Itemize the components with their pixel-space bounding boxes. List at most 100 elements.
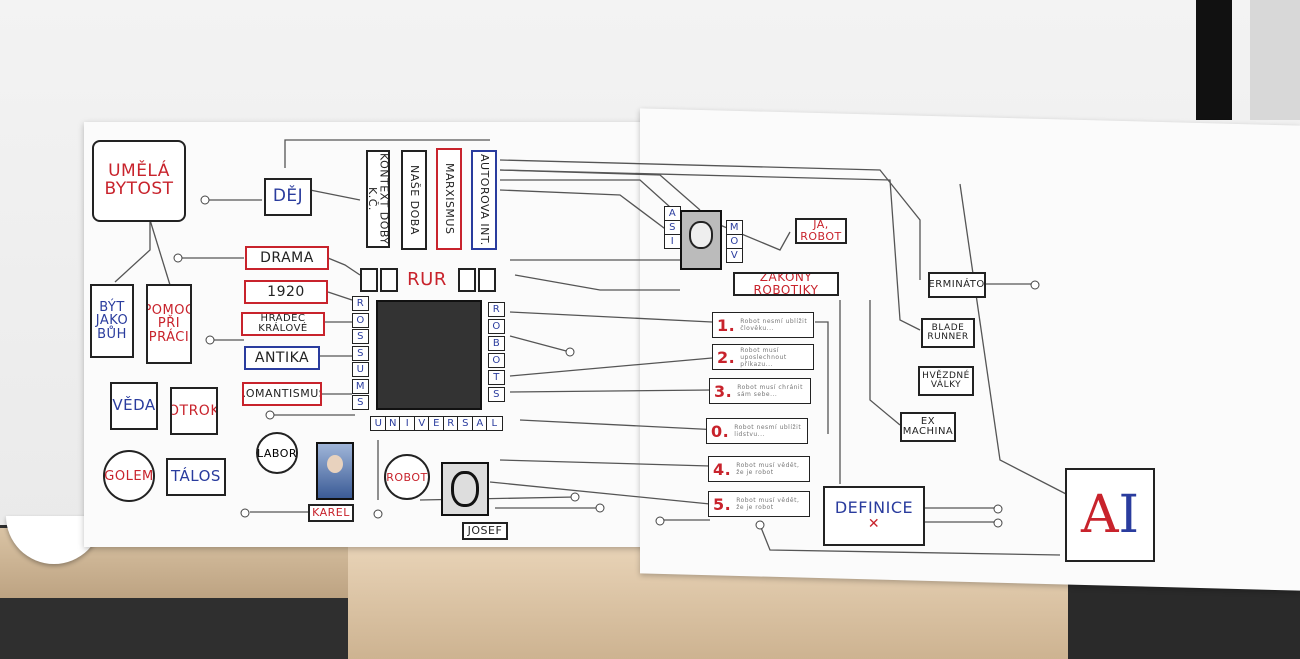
rossums-letter: S (352, 345, 369, 361)
josef-portrait (441, 462, 489, 516)
law-number: 1. (717, 315, 736, 335)
asi-letter: S (664, 220, 681, 235)
window (1250, 0, 1300, 120)
rur-frame-left2 (380, 268, 398, 292)
rossums-letter: U (352, 362, 369, 377)
law-number: 0. (711, 421, 730, 441)
year-box: 1920 (244, 280, 328, 304)
law-text: Robot nesmí ublížit lidstvu... (734, 424, 802, 438)
kontext-label: KONTEXT DOBY K.Č. (366, 153, 390, 245)
byt-jako-buh-box: BÝT JAKO BŮH (90, 284, 134, 358)
rur-frame-left1 (360, 268, 378, 292)
marxismus-box: MARXISMUS (436, 148, 462, 250)
marxismus-label: MARXISMUS (442, 163, 456, 235)
robot-label: ROBOT (386, 470, 428, 484)
karel-label: KAREL (312, 506, 350, 520)
window-frame (1196, 0, 1232, 120)
veda-box: VĚDA (110, 382, 158, 430)
law-text: Robot musí uposlechnout příkazu... (740, 346, 787, 368)
mov-letter: O (726, 234, 743, 249)
zakony-box: ZÁKONY ROBOTIKY (733, 272, 839, 296)
robots-letter: S (488, 387, 505, 402)
pomoc-box: POMOC PŘI PRÁCI (146, 284, 192, 364)
law-number: 4. (713, 459, 732, 479)
drama-label: DRAMA (260, 249, 314, 266)
asimov-face (689, 221, 713, 249)
law-text: Robot musí vědět, že je robot (736, 462, 800, 476)
dej-label: DĚJ (272, 186, 304, 207)
robots-letter: O (488, 319, 505, 334)
hradec-box: HRADEC KRÁLOVÉ (241, 312, 325, 336)
talos-label: TÁLOS (171, 467, 221, 486)
nase-doba-box: NAŠE DOBA (401, 150, 427, 250)
terminator-box: TERMINÁTOR (928, 272, 986, 298)
autorova-box: AUTOROVA INT. (471, 150, 497, 250)
law-number: 3. (714, 381, 733, 401)
law-item: 0. Robot nesmí ublížit lidstvu... (706, 418, 808, 444)
josef-face (451, 471, 479, 507)
law-text: Robot nesmí ublížit člověku... (740, 318, 808, 332)
law-item: 3. Robot musí chránit sám sebe... (709, 378, 811, 404)
law-number: 2. (717, 347, 736, 367)
year-label: 1920 (267, 283, 305, 300)
robots-letter: O (488, 353, 505, 368)
hradec-label: HRADEC KRÁLOVÉ (258, 312, 308, 334)
ai-letter-a: A (1080, 484, 1119, 545)
karel-portrait (316, 442, 354, 500)
rossums-letter: R (352, 296, 369, 311)
robot-circle: ROBOT (384, 454, 430, 500)
zakony-label: ZÁKONY ROBOTIKY (753, 272, 819, 296)
definice-box: DEFINICE ✕ (823, 486, 925, 546)
rossums-letter: S (352, 395, 369, 410)
mov-letter: V (726, 248, 743, 263)
ex-machina-box: EX MACHINA (900, 412, 956, 442)
law-item: 2.Robot musí uposlechnout příkazu... (712, 344, 814, 370)
josef-label: JOSEF (467, 524, 503, 538)
otrok-label: OTROK (170, 402, 218, 419)
labor-label: LABOR (256, 446, 298, 460)
law-text: Robot musí chránit sám sebe... (737, 384, 803, 398)
kontext-box: KONTEXT DOBY K.Č. (366, 150, 390, 248)
karel-box: KAREL (308, 504, 354, 522)
rur-label-box: RUR (400, 268, 454, 292)
byt-jako-buh-label: BÝT JAKO BŮH (95, 299, 129, 342)
blade-runner-label: BLADE RUNNER (927, 322, 969, 342)
talos-box: TÁLOS (166, 458, 226, 496)
law-number: 5. (713, 494, 732, 514)
antika-label: ANTIKA (254, 349, 310, 366)
ai-letter-i: I (1118, 484, 1140, 545)
antika-box: ANTIKA (244, 346, 320, 370)
labor-circle: LABOR (256, 432, 298, 474)
umela-bytost-box: UMĚLÁ BYTOST (92, 140, 186, 222)
golem-circle: GOLEM (103, 450, 155, 502)
law-item: 5.Robot musí vědět, že je robot (708, 491, 810, 517)
rossums-letter: O (352, 312, 369, 328)
rossums-letter: M (352, 378, 369, 394)
robots-letter: R (488, 302, 505, 317)
veda-label: VĚDA (112, 396, 156, 415)
universal-letter: L (486, 416, 503, 431)
rur-frame-right1 (458, 268, 476, 292)
asimov-portrait (680, 210, 722, 270)
rur-label: RUR (407, 268, 447, 290)
pomoc-label: POMOC PŘI PRÁCI (146, 302, 192, 345)
rossums-letter: S (352, 329, 369, 344)
autorova-label: AUTOROVA INT. (477, 154, 491, 246)
ja-robot-box: JÁ, ROBOT (795, 218, 847, 244)
drama-box: DRAMA (245, 246, 329, 270)
dej-box: DĚJ (264, 178, 312, 216)
golem-label: GOLEM (104, 468, 154, 484)
rur-frame-right2 (478, 268, 496, 292)
asi-letter: A (664, 206, 681, 221)
hvezdne-valky-box: HVĚZDNÉ VÁLKY (918, 366, 974, 396)
definice-label: DEFINICE (834, 498, 914, 518)
robots-letter: T (488, 370, 505, 385)
ex-machina-label: EX MACHINA (902, 415, 954, 437)
ja-robot-label: JÁ, ROBOT (800, 218, 842, 243)
asi-letter: I (664, 234, 681, 249)
mov-letter: M (726, 220, 743, 235)
law-item: 1. Robot nesmí ublížit člověku... (712, 312, 814, 338)
law-item: 4. Robot musí vědět, že je robot (708, 456, 810, 482)
hvezdne-valky-label: HVĚZDNÉ VÁLKY (922, 370, 970, 390)
